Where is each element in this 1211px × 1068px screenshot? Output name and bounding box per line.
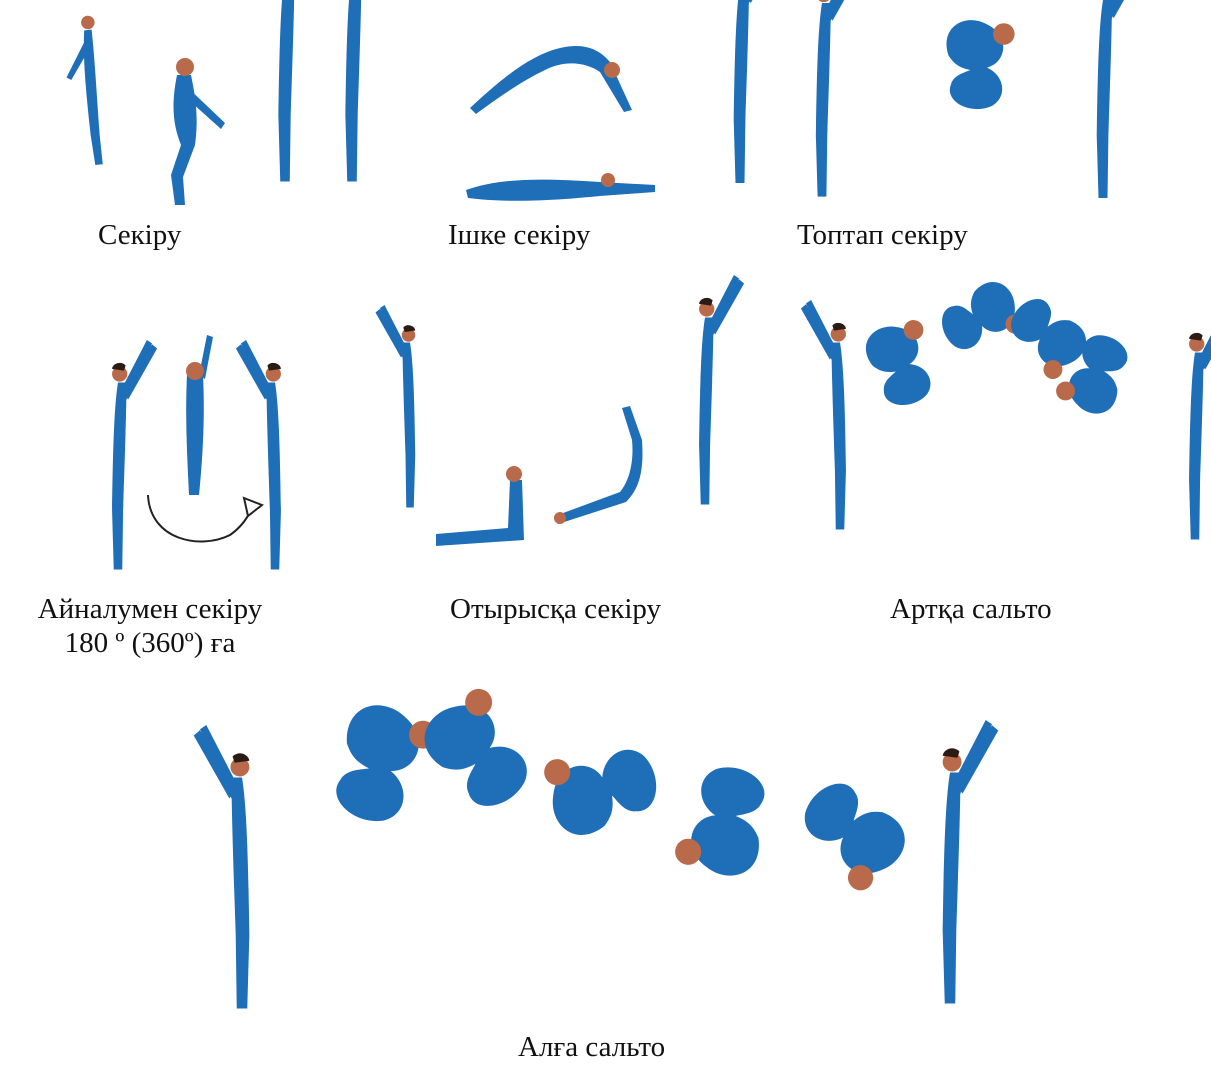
curved-arrow-icon: [148, 495, 250, 542]
gymnast-silhouette-icon: [943, 720, 999, 1004]
turn-jump-sequence: [112, 335, 281, 570]
gymnast-silhouette-icon: [186, 335, 213, 495]
jump-sequence: [60, 0, 395, 205]
gymnast-silhouette-icon: [470, 46, 632, 114]
caption-turn-jump-line2: 180 º (360º) ға: [10, 626, 290, 660]
caption-pike-jump: Ішке секіру: [448, 218, 590, 252]
front-salto-sequence: [194, 680, 999, 1008]
gymnast-silhouette-icon: [436, 466, 524, 546]
gymnast-silhouette-icon: [537, 729, 666, 843]
gymnast-silhouette-icon: [554, 406, 642, 524]
caption-turn-jump-line1: Айналумен секіру: [10, 592, 290, 626]
gymnast-silhouette-icon: [672, 760, 772, 880]
caption-turn-jump: Айналумен секіру 180 º (360º) ға: [10, 592, 290, 660]
caption-front-salto: Алға сальто: [518, 1030, 665, 1064]
gymnast-silhouette-icon: [785, 770, 915, 897]
gymnast-silhouette-icon: [413, 680, 550, 820]
back-salto-sequence: [801, 275, 1211, 540]
gymnast-silhouette-icon: [466, 180, 655, 201]
gymnast-silhouette-icon: [1097, 0, 1145, 198]
gymnast-silhouette-icon: [326, 698, 441, 832]
arrow-head-icon: [244, 498, 262, 516]
gymnast-silhouette-icon: [376, 305, 416, 508]
gymnast-silhouette-icon: [947, 20, 1015, 109]
gymnast-silhouette-icon: [112, 340, 157, 570]
tuck-jump-sequence: [734, 0, 1145, 198]
gymnast-silhouette-icon: [801, 300, 846, 530]
gymnast-silhouette-icon: [699, 275, 744, 505]
gymnast-silhouette-icon: [1189, 310, 1211, 540]
gymnast-silhouette-icon: [236, 340, 281, 570]
gymnast-silhouette-icon: [194, 725, 250, 1009]
gymnast-silhouette-icon: [734, 0, 782, 183]
gymnast-silhouette-icon: [171, 58, 225, 205]
gymnast-head: [604, 62, 620, 78]
gymnast-silhouette-icon: [816, 0, 863, 197]
gymnast-silhouette-icon: [60, 15, 109, 167]
gymnast-silhouette-icon: [278, 0, 328, 181]
seat-jump-sequence: [376, 275, 745, 546]
caption-jump: Секіру: [98, 218, 181, 252]
caption-seat-jump: Отырысқа секіру: [450, 592, 661, 626]
gymnast-silhouette-icon: [860, 315, 946, 413]
pike-jump-sequence: [466, 46, 655, 201]
caption-back-salto: Артқа сальто: [890, 592, 1052, 626]
caption-tuck-jump: Топтап секіру: [797, 218, 968, 252]
gymnast-head: [601, 173, 615, 187]
gymnast-silhouette-icon: [345, 0, 395, 181]
